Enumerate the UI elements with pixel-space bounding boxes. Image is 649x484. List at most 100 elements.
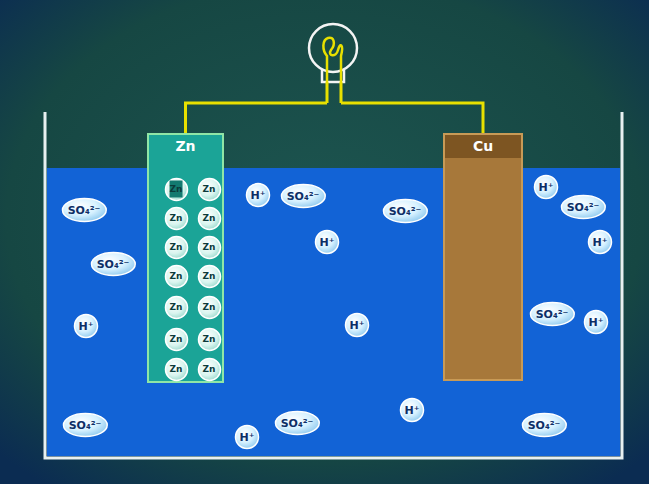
ion-particle: H⁺	[399, 397, 425, 423]
atom-circle	[198, 358, 220, 380]
ion-label: H⁺	[319, 236, 334, 249]
atom-circle	[165, 296, 187, 318]
ion-particle: H⁺	[234, 424, 260, 450]
ion-particle: SO₄²⁻	[90, 251, 137, 277]
ion-particle: SO₄²⁻	[529, 301, 576, 327]
ion-outline	[535, 176, 558, 199]
ion-outline	[275, 412, 319, 435]
atom-circle	[198, 296, 220, 318]
ion-particle: H⁺	[533, 174, 559, 200]
ion-label: SO₄²⁻	[287, 190, 320, 203]
atom-circle	[198, 265, 220, 287]
zinc-atom: Zn	[197, 357, 222, 382]
atom-circle	[198, 236, 220, 258]
electrode-label: Cu	[445, 135, 521, 158]
ion-label: H⁺	[592, 236, 607, 249]
atom-circle	[198, 207, 220, 229]
light-bulb	[309, 24, 357, 103]
zinc-atom: Zn	[164, 357, 189, 382]
ion-outline	[281, 185, 325, 208]
ion-particle: H⁺	[245, 182, 271, 208]
ion-label: H⁺	[588, 316, 603, 329]
atom-label: Zn	[170, 331, 183, 348]
zinc-atom: Zn	[197, 327, 222, 352]
zinc-atom: Zn	[164, 177, 189, 202]
ion-outline	[561, 196, 605, 219]
zinc-atom: Zn	[164, 264, 189, 289]
ion-label: H⁺	[349, 319, 364, 332]
zinc-atom: Zn	[197, 264, 222, 289]
ion-outline	[401, 399, 424, 422]
sulfuric-acid-solution	[47, 168, 620, 456]
ion-particle: H⁺	[587, 229, 613, 255]
ion-label: H⁺	[538, 181, 553, 194]
atom-label: Zn	[203, 299, 216, 316]
atom-label: Zn	[203, 210, 216, 227]
atom-label: Zn	[203, 181, 216, 198]
atom-circle	[165, 358, 187, 380]
ion-particle: SO₄²⁻	[521, 412, 568, 438]
ion-label: H⁺	[404, 404, 419, 417]
ion-label: SO₄²⁻	[97, 258, 130, 271]
ion-outline	[75, 315, 98, 338]
zinc-atom: Zn	[164, 327, 189, 352]
ion-outline	[63, 414, 107, 437]
ion-particle: SO₄²⁻	[274, 410, 321, 436]
atom-label: Zn	[170, 268, 183, 285]
ion-label: SO₄²⁻	[567, 201, 600, 214]
atom-label: Zn	[170, 239, 183, 256]
atom-circle	[165, 265, 187, 287]
atom-label: Zn	[170, 299, 183, 316]
zinc-atom: Zn	[197, 295, 222, 320]
ion-particle: H⁺	[314, 229, 340, 255]
atom-circle	[165, 178, 187, 200]
atom-circle	[165, 328, 187, 350]
atom-label: Zn	[203, 268, 216, 285]
atom-circle	[165, 236, 187, 258]
ion-label: SO₄²⁻	[536, 308, 569, 321]
ion-particle: SO₄²⁻	[61, 197, 108, 223]
ion-particle: SO₄²⁻	[560, 194, 607, 220]
ion-label: H⁺	[239, 431, 254, 444]
ion-outline	[62, 199, 106, 222]
ion-label: SO₄²⁻	[68, 204, 101, 217]
beaker	[45, 112, 622, 458]
ion-particle: SO₄²⁻	[382, 198, 429, 224]
atom-circle	[198, 328, 220, 350]
ion-outline	[316, 231, 339, 254]
atom-circle	[198, 178, 220, 200]
ion-label: SO₄²⁻	[281, 417, 314, 430]
ion-outline	[530, 303, 574, 326]
zinc-atom: Zn	[164, 235, 189, 260]
ion-outline	[91, 253, 135, 276]
ion-particle: SO₄²⁻	[280, 183, 327, 209]
ion-label: H⁺	[250, 189, 265, 202]
ion-label: SO₄²⁻	[69, 419, 102, 432]
zinc-atom: Zn	[197, 235, 222, 260]
ion-label: H⁺	[78, 320, 93, 333]
atom-label: Zn	[170, 181, 183, 198]
ion-outline	[522, 414, 566, 437]
ion-label: SO₄²⁻	[389, 205, 422, 218]
ion-particle: H⁺	[73, 313, 99, 339]
atom-label: Zn	[170, 210, 183, 227]
ion-particle: H⁺	[344, 312, 370, 338]
zinc-atom: Zn	[197, 206, 222, 231]
atom-label: Zn	[170, 361, 183, 378]
external-wire	[186, 103, 484, 133]
ion-outline	[589, 231, 612, 254]
ion-outline	[247, 184, 270, 207]
electrode-plate: Cu	[443, 133, 523, 381]
atom-circle	[165, 207, 187, 229]
zinc-atom: Zn	[197, 177, 222, 202]
ion-particle: SO₄²⁻	[62, 412, 109, 438]
ion-outline	[585, 311, 608, 334]
ion-outline	[383, 200, 427, 223]
atom-label: Zn	[203, 361, 216, 378]
ion-outline	[346, 314, 369, 337]
zinc-atom: Zn	[164, 206, 189, 231]
zinc-atom: Zn	[164, 295, 189, 320]
atom-label: Zn	[203, 331, 216, 348]
ion-particle: H⁺	[583, 309, 609, 335]
